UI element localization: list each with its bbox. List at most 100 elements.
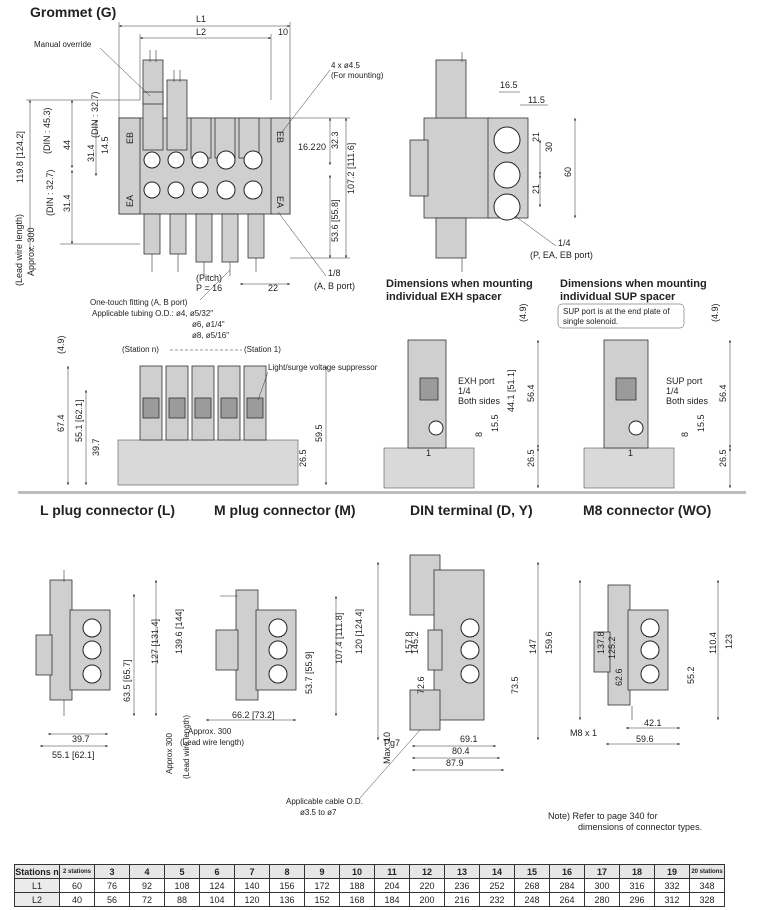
label-l-lead-wire: (Lead wire length) — [182, 715, 191, 779]
label-sup-note-2: single solenoid. — [563, 317, 618, 326]
front-view: (Station n) (Station 1) Light/surge volt… — [56, 335, 378, 486]
dim-39-7-front: 39.7 — [91, 438, 101, 456]
heading-din: DIN terminal (D, Y) — [410, 502, 533, 518]
dim-55-1-front: 55.1 [62.1] — [74, 399, 84, 442]
dim-front-4-9: (4.9) — [56, 335, 66, 354]
dim-26-5-front: 26.5 — [298, 449, 308, 467]
dim-sup-8: 8 — [680, 432, 690, 437]
l-plug-view: 139.6 [144] 127 [131.4] 63.5 [65.7] 39.7… — [35, 570, 191, 779]
dim-exh-1: 1 — [426, 448, 431, 458]
label-station-n: (Station n) — [122, 345, 159, 354]
dim-31-4-a: 31.4 — [86, 144, 96, 162]
dim-m8-62-6: 62.6 — [614, 668, 624, 686]
table-cell: 13 — [444, 864, 480, 879]
dim-sup-4-9: (4.9) — [710, 303, 720, 322]
dim-16-5: 16.5 — [500, 80, 518, 90]
table-cell: 14 — [479, 864, 515, 879]
table-cell: 60 — [59, 878, 95, 893]
table-cell: 140 — [234, 878, 270, 893]
table-cell: 104 — [199, 892, 235, 907]
label-m-approx-300: Approx. 300 — [188, 727, 232, 736]
dim-m-53-7: 53.7 [55.9] — [304, 651, 314, 694]
table-cell: 200 — [409, 892, 445, 907]
label-lead-wire-length-top: (Lead wire length) — [14, 214, 24, 286]
table-cell: 332 — [654, 878, 690, 893]
dim-din-159-6: 159.6 — [544, 631, 554, 654]
table-cell: 15 — [514, 864, 550, 879]
dim-10: 10 — [278, 27, 288, 37]
table-cell: 120 — [234, 892, 270, 907]
table-cell: 124 — [199, 878, 235, 893]
heading-sup-spacer-2: individual SUP spacer — [560, 291, 676, 303]
label-ea-left: EA — [125, 195, 135, 207]
dim-exh-8: 8 — [474, 432, 484, 437]
table-cell: 316 — [619, 878, 655, 893]
dim-exh-15-5: 15.5 — [490, 414, 500, 432]
table-cell: 268 — [514, 878, 550, 893]
label-l-approx-300: Approx 300 — [165, 733, 174, 774]
dim-m8-42-1: 42.1 — [644, 718, 662, 728]
table-cell: 236 — [444, 878, 480, 893]
table-cell: 188 — [339, 878, 375, 893]
table-cell: 20 stations — [689, 864, 725, 879]
sup-spacer-view: SUP port is at the end plate of single s… — [557, 303, 732, 489]
label-side-port-size: 1/4 — [558, 238, 571, 248]
table-cell: 5 — [164, 864, 200, 879]
dim-din-max10: Max. 10 — [382, 732, 392, 764]
dim-din-145-2: 145.2 — [410, 631, 420, 654]
label-eb-left: EB — [125, 132, 135, 144]
front-base — [117, 439, 299, 486]
label-ea-right: EA — [275, 196, 285, 208]
table-cell: 6 — [199, 864, 235, 879]
label-mount-holes: 4 x ø4.5 — [331, 61, 360, 70]
label-exh-sides: Both sides — [458, 396, 501, 406]
dim-30: 30 — [544, 142, 554, 152]
label-exh-port: EXH port — [458, 376, 495, 386]
label-m8x1: M8 x 1 — [570, 728, 597, 738]
note-line-2: dimensions of connector types. — [578, 822, 702, 832]
table-cell: 7 — [234, 864, 270, 879]
table-cell: 17 — [584, 864, 620, 879]
dim-din-157-8: 157.8 — [404, 631, 414, 654]
dim-16-2: 16.2 — [298, 142, 316, 152]
table-cell: 252 — [479, 878, 515, 893]
table-cell: 18 — [619, 864, 655, 879]
dim-m-107-4: 107.4 [111.8] — [334, 613, 344, 664]
table-cell: 72 — [129, 892, 165, 907]
heading-exh-spacer-1: Dimensions when mounting — [386, 278, 533, 290]
dim-din-32-7-a: (DIN : 32.7) — [90, 91, 100, 138]
table-cell: 204 — [374, 878, 410, 893]
table-cell: 232 — [479, 892, 515, 907]
dim-sup-15-5: 15.5 — [696, 414, 706, 432]
table-cell: 12 — [409, 864, 445, 879]
table-cell: 328 — [689, 892, 725, 907]
dim-107-2: 107.2 [111.6] — [346, 143, 356, 194]
dim-din-32-7-b: (DIN : 32.7) — [45, 169, 55, 216]
heading-l-plug: L plug connector (L) — [40, 502, 175, 518]
dim-l-139-6: 139.6 [144] — [174, 609, 184, 654]
valve-station-1 — [142, 59, 164, 151]
din-view: 157.8 145.2 72.6 147 159.6 73.5 Max. 10 … — [286, 554, 554, 817]
table-cell: 2 stations — [59, 864, 95, 879]
label-din-cable-1: Applicable cable O.D. — [286, 797, 363, 806]
table-cell: 348 — [689, 878, 725, 893]
table-cell: 284 — [549, 878, 585, 893]
label-din-cable-2: ø3.5 to ø7 — [300, 808, 337, 817]
label-station-1: (Station 1) — [244, 345, 281, 354]
table-cell: 4 — [129, 864, 165, 879]
label-ab-port: (A, B port) — [314, 281, 355, 291]
label-tubing-3: ø8, ø5/16" — [192, 331, 229, 340]
dim-m8-125-2: 125.2 — [607, 636, 617, 659]
label-ab-port-size: 1/8 — [328, 268, 341, 278]
heading-grommet: Grommet (G) — [30, 4, 116, 20]
label-approx-300-top: Approx. 300 — [26, 227, 36, 276]
table-cell: 11 — [374, 864, 410, 879]
label-m-lead-wire: (Lead wire length) — [180, 738, 244, 747]
label-tubing-1: Applicable tubing O.D.: ø4, ø5/32" — [92, 309, 213, 318]
table-cell: 8 — [269, 864, 305, 879]
dim-exh-56-4: 56.4 — [526, 384, 536, 402]
